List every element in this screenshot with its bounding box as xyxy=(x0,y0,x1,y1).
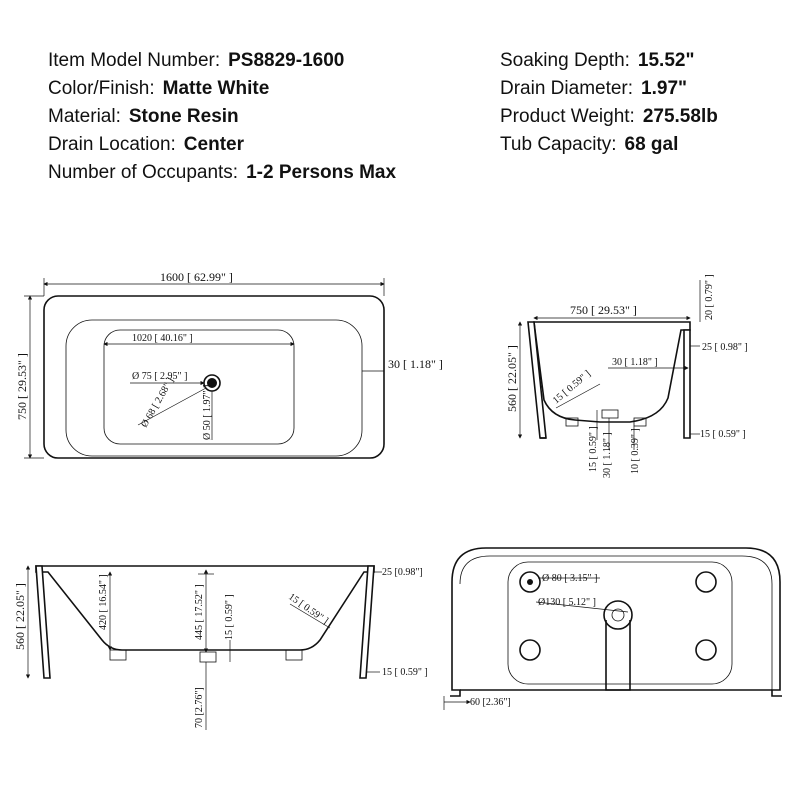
front-view-foot-right xyxy=(285,649,303,661)
bottom-hole130-leader xyxy=(535,601,629,613)
top-view: 1600 [ 62.99" ] 750 [ 29.53" ] 1020 [ 40… xyxy=(15,270,443,459)
top-drain68-label: Ø 68 [ 2.68" ] xyxy=(139,376,176,430)
side-foot15-label: 15 [ 0.59" ] xyxy=(700,429,746,440)
front-depth445-label: 445 [ 17.52" ] xyxy=(194,584,205,640)
side-wall30-label: 30 [ 1.18" ] xyxy=(612,357,658,368)
side-wall15-label: 15 [ 0.59" ] xyxy=(551,368,593,406)
side-view-foot-left xyxy=(565,417,579,427)
front-wall15-leader xyxy=(289,603,331,629)
bottom-hole130-label: Ø130 [ 5.12" ] xyxy=(538,597,596,608)
front-view-basin xyxy=(35,565,375,651)
bottom-view-drain-hole xyxy=(611,608,625,622)
side-view-right-wall xyxy=(683,329,691,439)
front-foot15-label: 15 [ 0.59" ] xyxy=(382,667,428,678)
front-view-foot-left xyxy=(109,649,127,661)
side-toprim-label: 20 [ 0.79" ] xyxy=(704,274,715,320)
bottom-view-foot-bl xyxy=(519,639,541,661)
front-wall15-label: 15 [ 0.59" ] xyxy=(286,591,330,626)
spec-drain-diameter: Drain Diameter:1.97" xyxy=(500,78,688,99)
front-floor15-label: 15 [ 0.59" ] xyxy=(224,594,235,640)
top-overflow-label: Ø 75 [ 2.95" ] xyxy=(132,371,187,382)
top-view-inner-basin xyxy=(65,319,363,457)
bottom-view-drain-pipe xyxy=(605,620,631,691)
side-bottom30-label: 30 [ 1.18" ] xyxy=(602,432,613,478)
bottom-view: Ø 80 [ 3.15" ] Ø130 [ 5.12" ] 60 [2.36"] xyxy=(443,547,782,710)
top-drain68-leader xyxy=(137,387,207,426)
front-clearance-label: 70 [2.76"] xyxy=(194,687,205,728)
side-height-label: 560 [ 22.05" ] xyxy=(505,345,519,412)
front-view-left-leg xyxy=(35,565,51,679)
spec-model: Item Model Number:PS8829-1600 xyxy=(48,50,345,71)
top-rim-label: 30 [ 1.18" ] xyxy=(388,357,443,371)
bottom-view-foot-tl xyxy=(519,571,541,593)
front-view-drain xyxy=(199,651,217,663)
bottom-view-rim-inner xyxy=(459,555,773,690)
spec-weight: Product Weight:275.58lb xyxy=(500,106,718,127)
top-length-label: 1600 [ 62.99" ] xyxy=(160,270,233,284)
bottom-view-drain-ring xyxy=(603,600,633,630)
side-view-foot-right xyxy=(633,417,647,427)
bottom-view-foot-br xyxy=(695,639,717,661)
side-bottom15-label: 15 [ 0.59" ] xyxy=(588,426,599,472)
front-rim25-label: 25 [0.98"] xyxy=(382,567,423,578)
side-wall15-leader xyxy=(555,383,601,409)
front-view-right-leg xyxy=(359,565,375,679)
side-view-left-wall xyxy=(527,321,547,439)
spec-color: Color/Finish:Matte White xyxy=(48,78,270,99)
spec-soaking-depth: Soaking Depth:15.52" xyxy=(500,50,695,71)
side-rim25-label: 25 [ 0.98" ] xyxy=(702,342,748,353)
bottom-edge-label: 60 [2.36"] xyxy=(470,697,511,708)
spec-occupants: Number of Occupants:1-2 Persons Max xyxy=(48,162,397,183)
front-view: 560 [ 22.05" ] 420 [ 16.54" ] 445 [ 17.5… xyxy=(13,565,428,730)
side-view-drain xyxy=(601,409,619,419)
side-bottom10-label: 10 [ 0.39" ] xyxy=(630,428,641,474)
bottom-view-panel xyxy=(507,561,733,685)
top-drain50-label: Ø 50 [ 1.97" ] xyxy=(202,385,213,440)
bottom-hole80-label: Ø 80 [ 3.15" ] xyxy=(542,573,597,584)
front-depth420-label: 420 [ 16.54" ] xyxy=(98,574,109,630)
spec-material: Material:Stone Resin xyxy=(48,106,239,127)
bottom-view-foot-tl-center xyxy=(527,579,533,585)
bottom-view-foot-tr xyxy=(695,571,717,593)
top-width-label: 750 [ 29.53" ] xyxy=(15,353,29,420)
spec-drain-location: Drain Location:Center xyxy=(48,134,244,155)
top-inner-length-label: 1020 [ 40.16" ] xyxy=(132,333,193,344)
front-height-label: 560 [ 22.05" ] xyxy=(13,583,27,650)
side-width-label: 750 [ 29.53" ] xyxy=(570,303,637,317)
side-view-basin xyxy=(533,321,691,423)
spec-capacity: Tub Capacity:68 gal xyxy=(500,134,679,155)
top-view-drain-inner xyxy=(207,378,217,388)
top-view-floor xyxy=(103,329,295,445)
top-view-outer-rim xyxy=(43,295,385,459)
side-view: 750 [ 29.53" ] 560 [ 22.05" ] 20 [ 0.79"… xyxy=(505,274,748,478)
